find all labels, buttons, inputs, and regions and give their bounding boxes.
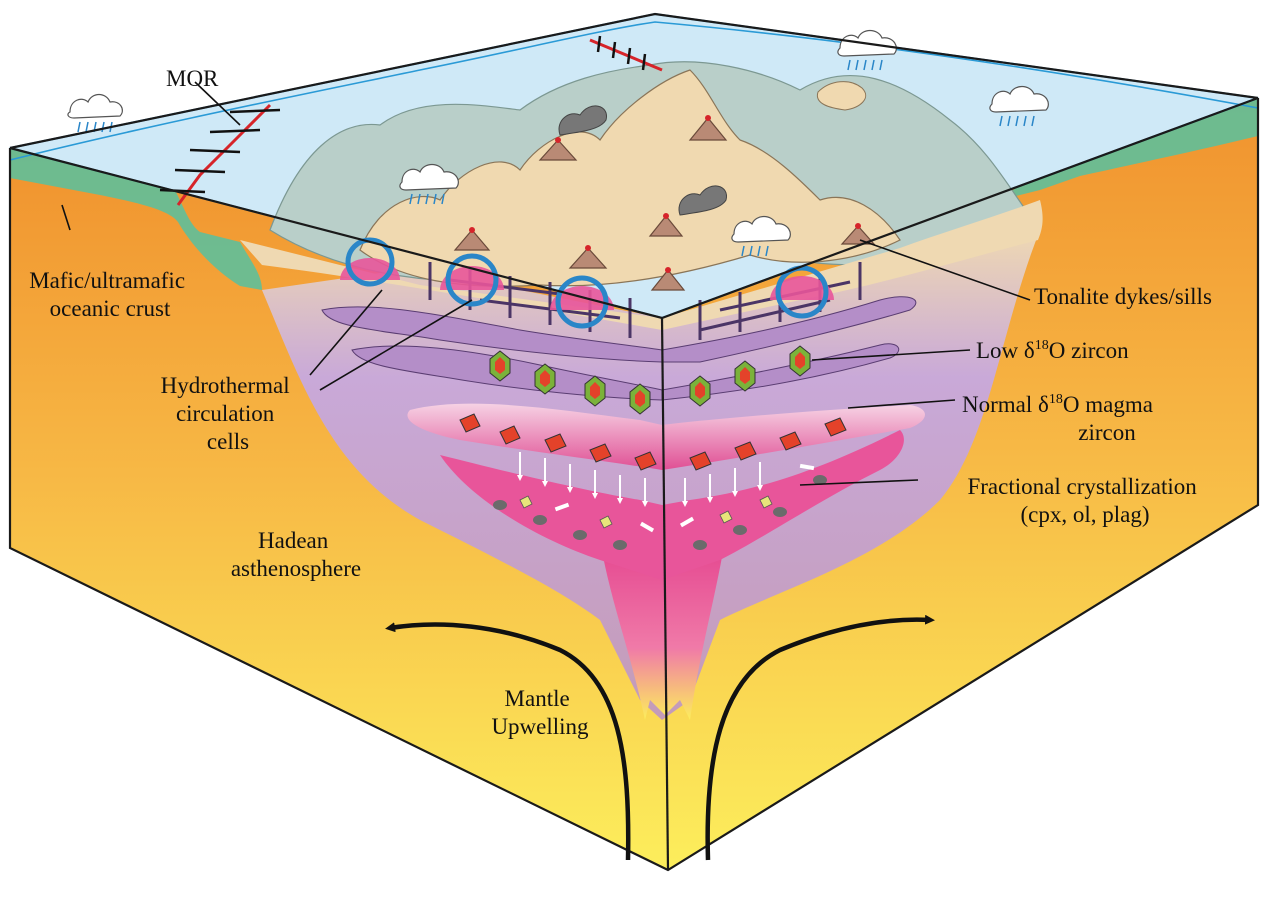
label-fractional-line1: Fractional crystallization [967, 474, 1197, 499]
label-low-zircon: Low δ18O zircon [976, 338, 1129, 363]
label-hadean-line1: Hadean [258, 528, 329, 553]
label-hadean-line2: asthenosphere [231, 556, 361, 581]
label-normal-zircon-sup: 18 [1049, 392, 1063, 407]
label-mor: MOR [166, 66, 219, 91]
label-low-zircon-b: O zircon [1049, 338, 1129, 363]
label-mafic-crust-line1: Mafic/ultramafic [29, 268, 185, 293]
label-mafic-crust-line2: oceanic crust [50, 296, 171, 321]
label-hydrothermal-line1: Hydrothermal [161, 373, 290, 398]
label-normal-zircon-b: O magma [1063, 392, 1153, 417]
label-hydrothermal-line2: circulation [176, 401, 275, 426]
label-low-zircon-sup: 18 [1035, 338, 1049, 353]
label-fractional-line2: (cpx, ol, plag) [1020, 502, 1149, 527]
label-tonalite: Tonalite dykes/sills [1034, 284, 1212, 309]
label-mantle-line2: Upwelling [491, 714, 589, 739]
label-hydrothermal-line3: cells [207, 429, 249, 454]
label-normal-zircon-line2: zircon [1078, 420, 1136, 445]
label-normal-zircon-a: Normal δ [962, 392, 1049, 417]
label-mantle-line1: Mantle [505, 686, 570, 711]
label-low-zircon-a: Low δ [976, 338, 1035, 363]
